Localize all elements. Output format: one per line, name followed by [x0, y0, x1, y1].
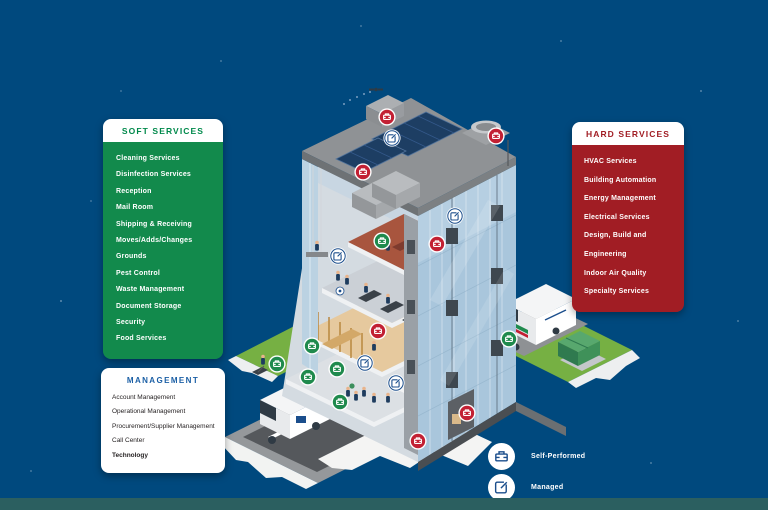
service-item: Shipping & Receiving [116, 220, 192, 228]
service-item: Cleaning Services [116, 155, 180, 162]
management-badge-icon [382, 128, 402, 148]
legend-managed: Managed [488, 474, 563, 501]
management-badge-icon [355, 353, 375, 373]
hard-services-panel: HARD SERVICES HVAC Services Building Aut… [572, 122, 684, 312]
footer-bar [0, 498, 768, 510]
hard-services-title: HARD SERVICES [572, 122, 684, 145]
management-panel: MANAGEMENT Account Management Operationa… [101, 368, 225, 474]
soft-service-badge-icon [372, 231, 392, 251]
soft-services-list: Cleaning Services Disinfection Services … [103, 142, 223, 359]
hvac-units [352, 171, 420, 219]
service-item: Mail Room [116, 204, 154, 212]
drone-icon [343, 87, 383, 105]
waste-dumpster [558, 331, 600, 366]
soft-service-badge-icon [327, 359, 347, 379]
service-item: Document Storage [116, 302, 182, 310]
soft-services-title: SOFT SERVICES [103, 119, 223, 142]
service-item: Food Services [116, 335, 167, 343]
management-item: Account Management [112, 394, 176, 401]
management-item: Technology [112, 451, 148, 459]
soft-service-badge-icon [298, 367, 318, 387]
service-item: Security [116, 319, 146, 327]
window-washer [306, 165, 328, 257]
service-item: Specialty Services [584, 288, 650, 296]
hard-service-badge-icon [377, 107, 397, 127]
service-item: HVAC Services [584, 158, 637, 165]
soft-service-badge-icon [267, 354, 287, 374]
hard-service-badge-icon [408, 431, 428, 451]
edit-square-icon [488, 474, 515, 501]
hard-service-badge-icon [486, 126, 506, 146]
service-item: Reception [116, 187, 152, 195]
management-item: Call Center [112, 437, 145, 445]
legend-label: Self-Performed [531, 453, 586, 460]
hard-service-badge-icon [457, 403, 477, 423]
service-item: Pest Control [116, 269, 161, 277]
service-item: Disinfection Services [116, 171, 192, 179]
soft-service-badge-icon [499, 329, 519, 349]
service-item: Design, Build and Engineering [584, 232, 647, 258]
management-item: Operational Management [112, 408, 186, 416]
hard-service-badge-icon [368, 321, 388, 341]
hard-service-badge-icon [427, 234, 447, 254]
management-badge-icon [386, 373, 406, 393]
roof [302, 95, 516, 219]
legend-label: Managed [531, 484, 564, 491]
legend-self-performed: Self-Performed [488, 443, 585, 470]
toolbox-icon [488, 443, 515, 470]
service-item: Indoor Air Quality [584, 269, 647, 277]
management-badge-icon [445, 206, 465, 226]
soft-services-panel: SOFT SERVICES Cleaning Services Disinfec… [103, 119, 223, 359]
service-item: Energy Management [584, 195, 656, 203]
building-cutaway [282, 87, 566, 471]
elevator-cars [446, 205, 503, 388]
service-item: Moves/Adds/Changes [116, 237, 193, 245]
lawn-mower-worker [252, 354, 268, 375]
service-item: Waste Management [116, 286, 185, 294]
service-item: Building Automation [584, 176, 657, 184]
soft-service-badge-icon [330, 392, 350, 412]
soft-service-badge-icon [302, 336, 322, 356]
service-item: Electrical Services [584, 213, 650, 221]
hard-services-list: HVAC Services Building Automation Energy… [572, 145, 684, 312]
management-badge-icon [328, 246, 348, 266]
hard-service-badge-icon [353, 162, 373, 182]
management-title: MANAGEMENT [126, 376, 200, 385]
service-item: Grounds [116, 253, 147, 261]
management-item: Procurement/Supplier Management [112, 422, 215, 430]
